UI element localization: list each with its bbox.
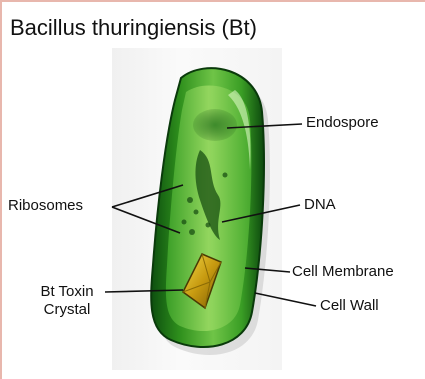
cell-wall-label: Cell Wall: [320, 297, 379, 315]
bt-toxin-label-line1: Bt Toxin: [33, 283, 101, 301]
endospore-shape: [193, 109, 237, 141]
cell-wall-leader: [255, 293, 316, 306]
dna-label: DNA: [304, 196, 336, 214]
endospore-label: Endospore: [306, 114, 379, 132]
ribosomes-label: Ribosomes: [8, 197, 83, 215]
cell-membrane-label: Cell Membrane: [292, 263, 394, 281]
bt-toxin-label-line2: Crystal: [33, 301, 101, 319]
bt-toxin-crystal-label: Bt Toxin Crystal: [33, 283, 101, 319]
